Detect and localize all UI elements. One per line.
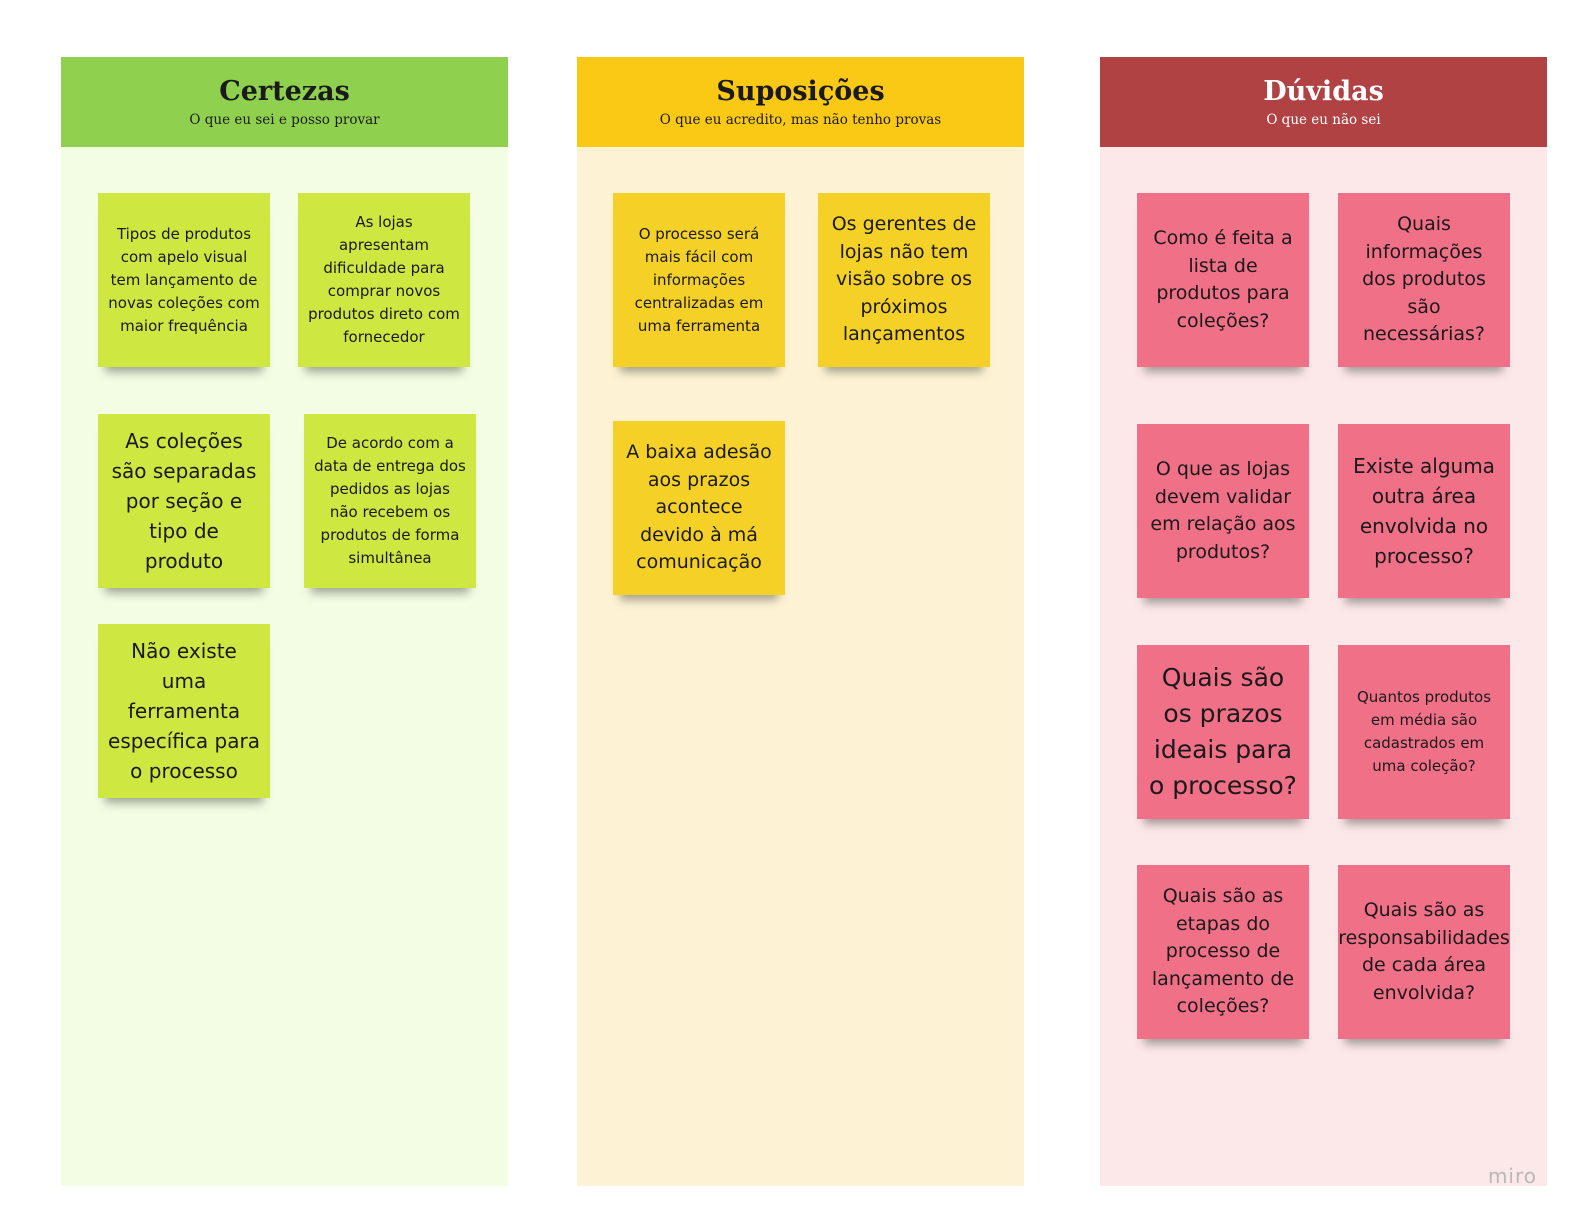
sticky-note[interactable]: Quantos produtos em média são cadastrado… [1338, 645, 1510, 819]
column-subtitle: O que eu acredito, mas não tenho provas [659, 112, 942, 128]
column-suposicoes[interactable]: Suposições O que eu acredito, mas não te… [577, 57, 1024, 1186]
column-subtitle: O que eu sei e posso provar [189, 112, 380, 128]
sticky-note[interactable]: O que as lojas devem validar em relação … [1137, 424, 1309, 598]
sticky-note[interactable]: Existe alguma outra área envolvida no pr… [1338, 424, 1510, 598]
sticky-note[interactable]: Tipos de produtos com apelo visual tem l… [98, 193, 270, 367]
column-certezas[interactable]: Certezas O que eu sei e posso provar Tip… [61, 57, 508, 1186]
sticky-note[interactable]: De acordo com a data de entrega dos pedi… [304, 414, 476, 588]
column-header-duvidas: Dúvidas O que eu não sei [1100, 57, 1547, 147]
sticky-note[interactable]: Quais são os prazos ideais para o proces… [1137, 645, 1309, 819]
sticky-note[interactable]: Os gerentes de lojas não tem visão sobre… [818, 193, 990, 367]
sticky-note[interactable]: Quais são as etapas do processo de lança… [1137, 865, 1309, 1039]
column-title: Suposições [716, 76, 885, 107]
miro-watermark: miro [1487, 1164, 1537, 1188]
sticky-note[interactable]: O processo será mais fácil com informaçõ… [613, 193, 785, 367]
sticky-note[interactable]: Quais informações dos produtos são neces… [1338, 193, 1510, 367]
column-subtitle: O que eu não sei [1266, 112, 1381, 128]
sticky-note[interactable]: As coleções são separadas por seção e ti… [98, 414, 270, 588]
column-title: Certezas [219, 76, 350, 107]
sticky-note[interactable]: Quais são as responsabilidades de cada á… [1338, 865, 1510, 1039]
sticky-note[interactable]: As lojas apresentam dificuldade para com… [298, 193, 470, 367]
column-duvidas[interactable]: Dúvidas O que eu não sei Como é feita a … [1100, 57, 1547, 1186]
sticky-note[interactable]: A baixa adesão aos prazos acontece devid… [613, 421, 785, 595]
column-title: Dúvidas [1263, 76, 1384, 107]
column-header-certezas: Certezas O que eu sei e posso provar [61, 57, 508, 147]
sticky-note[interactable]: Não existe uma ferramenta específica par… [98, 624, 270, 798]
sticky-note[interactable]: Como é feita a lista de produtos para co… [1137, 193, 1309, 367]
column-header-suposicoes: Suposições O que eu acredito, mas não te… [577, 57, 1024, 147]
